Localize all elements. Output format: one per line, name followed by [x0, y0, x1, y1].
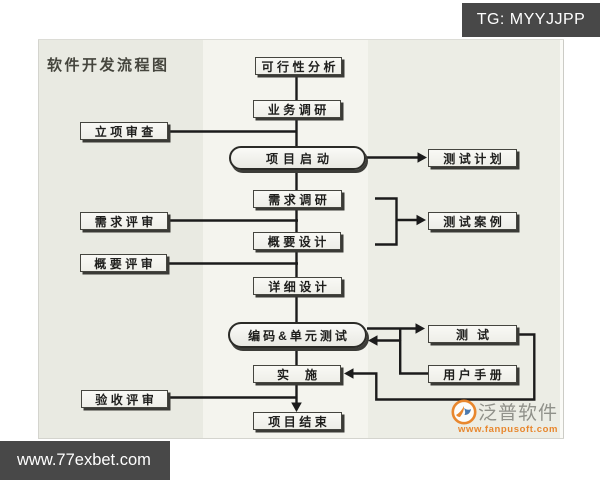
node-project-start: 项目启动 [229, 146, 366, 170]
node-implementation: 实施 [253, 365, 341, 383]
diagram-right-border [563, 40, 564, 438]
diagram-left-border [38, 40, 39, 438]
node-requirement-review: 需求评审 [80, 212, 168, 230]
node-business-research: 业务调研 [253, 100, 341, 118]
node-project-end: 项目结束 [253, 412, 342, 430]
node-test-case: 测试案例 [428, 212, 517, 230]
node-outline-design: 概要设计 [253, 232, 341, 250]
diagram-title: 软件开发流程图 [47, 57, 170, 74]
node-acceptance-review: 验收评审 [81, 390, 168, 408]
vendor-name: 泛普软件 [478, 403, 559, 424]
tg-badge: TG: MYYJJPP [462, 3, 600, 37]
band-left [39, 40, 203, 438]
node-outline-review: 概要评审 [80, 254, 167, 272]
node-approval-review: 立项审查 [80, 122, 168, 140]
band-edge-strip [560, 40, 563, 438]
node-requirement-research: 需求调研 [253, 190, 342, 208]
fanpu-logo-icon [451, 399, 477, 425]
diagram-top-border [38, 39, 564, 40]
node-test: 测试 [428, 325, 517, 343]
node-test-plan: 测试计划 [428, 149, 517, 167]
node-user-manual: 用户手册 [428, 365, 517, 383]
node-detailed-design: 详细设计 [253, 277, 342, 295]
vendor-logo: 泛普软件 www.fanpusoft.com [451, 398, 567, 435]
watermark-badge: www.77exbet.com [0, 441, 170, 480]
vendor-url: www.fanpusoft.com [458, 424, 559, 435]
diagram-bottom-border [38, 438, 564, 439]
node-feasibility-analysis: 可行性分析 [255, 57, 342, 75]
node-coding-unit-test: 编码&单元测试 [228, 322, 367, 348]
